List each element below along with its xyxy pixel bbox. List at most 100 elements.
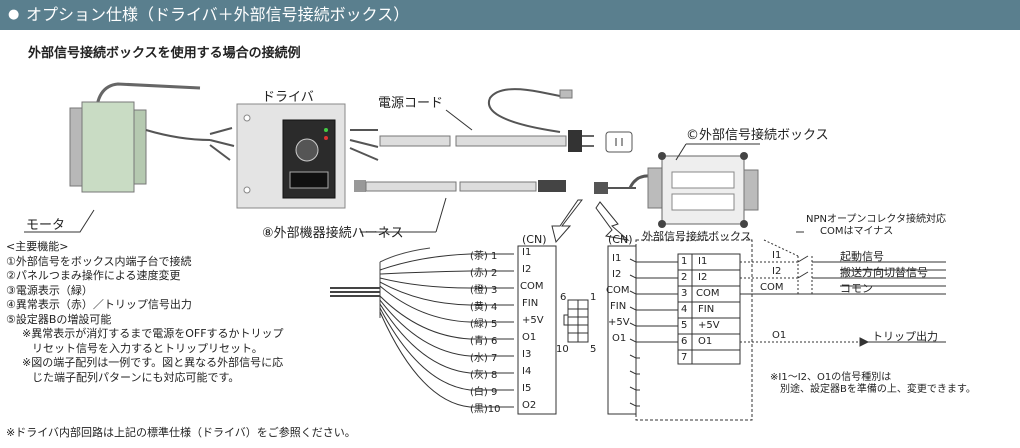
motor-wire-1 (209, 127, 233, 135)
motor-end-cap (133, 109, 147, 185)
start-signal-label: 起動信号 (840, 250, 884, 263)
harness-leader-line (435, 197, 447, 233)
terminal-no-6: 6 (681, 336, 688, 347)
cn-left-signal-8: I4 (522, 366, 532, 377)
motor-wire-2 (209, 139, 235, 147)
motor-body (81, 101, 135, 193)
features-list: <主要機能> ①外部信号をボックス内端子台で接続 ②パネルつまみ操作による速度変… (6, 240, 284, 385)
terminal-no-7: 7 (681, 352, 688, 363)
driver-knob (295, 138, 319, 162)
pin-label-6: 6 (560, 292, 567, 303)
feature-item-3: ③電源表示（緑） (6, 283, 93, 297)
trip-output-label: トリップ出力 (872, 330, 938, 343)
terminal-sig-2: I2 (698, 272, 708, 283)
terminal-sig-3: COM (696, 288, 720, 299)
ext-o1-label: O1 (772, 330, 787, 341)
ext-i1-label: I1 (772, 250, 782, 261)
cn-mid-signal-5: +5V (608, 317, 630, 328)
terminal-sig-6: O1 (698, 336, 713, 347)
feature-item-4: ④異常表示（赤）／トリップ信号出力 (6, 298, 192, 311)
cn-left-label: (CN) (522, 233, 547, 246)
driver-alarm-led (324, 136, 328, 140)
wire-color-1: (茶) 1 (470, 251, 498, 262)
direction-signal-label: 搬送方向切替信号 (840, 266, 928, 279)
terminal-sig-4: FIN (698, 304, 715, 315)
ext-com-label: COM (760, 282, 784, 293)
feature-note-1a: ※異常表示が消灯するまで電源をOFFするかトリップ (22, 327, 284, 340)
ext-i2-label: I2 (772, 266, 782, 277)
terminal-sig-1: I1 (698, 256, 708, 267)
driver-screw-1 (243, 114, 251, 122)
pin-label-10: 10 (556, 344, 569, 355)
cn-left-block (330, 245, 557, 415)
harness-label: ⑧外部機器接続ハーネス (262, 226, 404, 241)
header-title: オプション仕様（ドライバ＋外部信号接続ボックス） (26, 5, 410, 24)
features-heading: <主要機能> (6, 240, 69, 253)
cn-mid-signal-6: O1 (612, 333, 627, 344)
terminal-no-1: 1 (681, 256, 688, 267)
signal-box-illustration (628, 152, 759, 228)
arrow-to-cn-mid (595, 201, 630, 241)
com-minus-label: COMはマイナス (820, 226, 894, 237)
io-note-line2: 別途、設定器Bを準備の上、変更できます。 (780, 384, 976, 395)
wire-color-8: (灰) 8 (470, 370, 498, 381)
external-signal-lines (740, 231, 946, 347)
io-note-line1: ※I1～I2、O1の信号種別は (770, 372, 892, 383)
terminal-sig-5: +5V (698, 320, 720, 331)
power-cord-label: 電源コード (378, 96, 444, 111)
wire-color-2: (赤) 2 (470, 268, 498, 279)
cn-left-signal-10: O2 (522, 400, 537, 411)
cn-left-signal-1: I1 (522, 247, 532, 258)
npn-label: NPNオープンコレクタ接続対応 (806, 214, 946, 225)
cn-mid-signal-3: COM (606, 285, 630, 296)
page-subtitle: 外部信号接続ボックスを使用する場合の接続例 (28, 46, 301, 61)
wire-color-9: (白) 9 (470, 387, 498, 398)
box-mid-label: 外部信号接続ボックス (642, 230, 752, 243)
cn-left-signal-4: FIN (522, 298, 539, 309)
common-label: コモン (840, 282, 873, 295)
header-bar: ● オプション仕様（ドライバ＋外部信号接続ボックス） (0, 0, 1020, 30)
power-cord-leader-line (445, 109, 473, 131)
terminal-no-3: 3 (681, 288, 688, 299)
motor-wire-3 (209, 144, 231, 161)
wire-color-5: (緑) 5 (470, 319, 498, 330)
wire-color-4: (黄) 4 (470, 302, 498, 313)
cn-mid-signal-2: I2 (612, 269, 622, 280)
small-connector (594, 182, 608, 194)
wire-color-10: (黒)10 (470, 404, 501, 415)
motor-illustration (69, 82, 235, 193)
cn-left-signal-6: O1 (522, 332, 537, 343)
cn-left-signal-3: COM (520, 281, 544, 292)
driver-connector-slot (289, 171, 329, 189)
motor-flange (69, 107, 83, 187)
arrow-to-cn-left (551, 199, 584, 244)
cn-left-signal-2: I2 (522, 264, 532, 275)
cn-mid-signal-4: FIN (610, 301, 627, 312)
driver-label: ドライバ (262, 90, 314, 105)
motor-cable (145, 129, 211, 141)
motor-leader-line (24, 209, 95, 233)
driver-illustration (236, 103, 346, 209)
pin-label-1: 1 (590, 292, 597, 303)
feature-item-1: ①外部信号をボックス内端子台で接続 (6, 254, 192, 268)
pin-connector-figure (563, 299, 589, 343)
wire-color-3: (橙) 3 (470, 285, 498, 296)
cn-mid-signal-1: I1 (612, 253, 622, 264)
cn-left-signal-7: I3 (522, 349, 532, 360)
signal-box-label: ©外部信号接続ボックス (686, 128, 829, 143)
footer-note: ※ドライバ内部回路は上記の標準仕様（ドライバ）をご参照ください。 (6, 426, 356, 439)
cn-left-signal-5: +5V (522, 315, 544, 326)
feature-item-5: ⑤設定器Bの増設可能 (6, 312, 112, 326)
cn-left-signal-9: I5 (522, 383, 532, 394)
terminal-no-2: 2 (681, 272, 688, 283)
driver-screw-2 (243, 186, 251, 194)
pin-label-5: 5 (590, 344, 597, 355)
feature-note-2a: ※図の端子配列は一例です。図と異なる外部信号に応 (22, 356, 284, 369)
terminal-no-5: 5 (681, 320, 688, 331)
box-leader-line (675, 143, 687, 161)
wire-color-6: (青) 6 (470, 336, 498, 347)
harness-cable (354, 180, 566, 192)
motor-label: モータ (26, 218, 66, 233)
driver-power-led (324, 128, 328, 132)
